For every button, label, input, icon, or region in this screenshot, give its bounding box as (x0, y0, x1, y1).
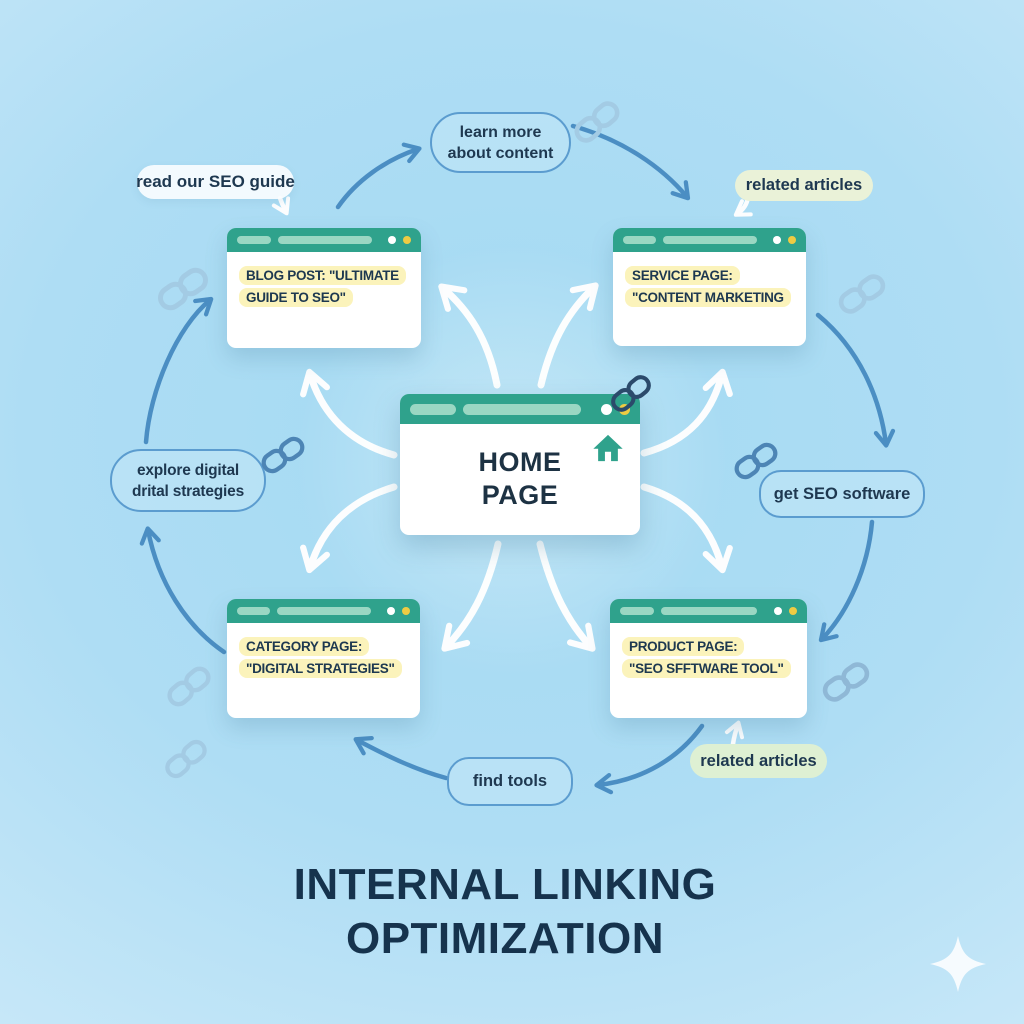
arrow-get-software-to-product (818, 519, 875, 643)
window-dot-icon (387, 607, 396, 615)
chain-link-icon (159, 734, 212, 785)
arrow-home-to-category-left (300, 483, 398, 574)
arrow-home-to-product-right (640, 483, 733, 574)
chain-link-icon (161, 660, 217, 713)
service-page-window: SERVICE PAGE: "CONTENT MARKETING (613, 228, 806, 346)
highlighted-text-line: BLOG POST: "ULTIMATE (239, 266, 406, 285)
arrow-product-to-find-tools (594, 723, 705, 795)
browser-titlebar (400, 394, 640, 424)
arrow-blog-to-learn-more (335, 142, 422, 210)
blog-post-window: BLOG POST: "ULTIMATE GUIDE TO SEO" (227, 228, 421, 348)
url-bar-pill (237, 607, 271, 615)
product-page-label: PRODUCT PAGE: "SEO SFFTWARE TOOL" (622, 637, 807, 681)
arrow-service-to-get-software (815, 312, 896, 448)
category-page-window: CATEGORY PAGE: "DIGITAL STRATEGIES" (227, 599, 420, 718)
highlighted-text-line: GUIDE TO SEO" (239, 288, 353, 307)
window-dot-icon (403, 236, 411, 244)
window-dot-icon (789, 607, 797, 615)
window-dot-icon (402, 607, 410, 615)
blog-post-label: BLOG POST: "ULTIMATE GUIDE TO SEO" (239, 266, 421, 310)
arrow-home-to-blog-left (300, 368, 398, 459)
url-bar-pill (663, 236, 758, 244)
window-dot-icon (601, 403, 612, 415)
url-bar-pill (661, 607, 757, 615)
label-get-seo-software: get SEO software (759, 470, 925, 518)
label-find-tools: find tools (447, 757, 573, 806)
arrow-home-to-product-bottom (536, 540, 596, 652)
url-bar-pill (237, 236, 271, 244)
label-related-articles-top: related articles (735, 170, 873, 201)
chain-link-icon (568, 95, 626, 150)
arrow-home-to-category-bottom (441, 540, 502, 652)
highlighted-text-line: "SEO SFFTWARE TOOL" (622, 659, 791, 678)
arrow-explore-to-blog (143, 296, 214, 445)
home-page-title: HOME PAGE (478, 447, 562, 510)
url-bar-pill (277, 607, 372, 615)
url-bar-pill (463, 403, 581, 415)
window-dot-icon (774, 607, 782, 615)
chain-link-icon (833, 268, 892, 321)
label-read-seo-guide: read our SEO guide (136, 165, 295, 199)
arrow-read-guide-down (271, 195, 291, 216)
chain-link-icon (151, 261, 214, 318)
diagram-title: INTERNAL LINKING OPTIMIZATION (293, 860, 717, 963)
arrow-learn-more-to-service (570, 123, 691, 201)
highlighted-text-line: "DIGITAL STRATEGIES" (239, 659, 402, 678)
category-page-label: CATEGORY PAGE: "DIGITAL STRATEGIES" (239, 637, 420, 681)
browser-titlebar (227, 599, 420, 623)
arrow-home-to-service (537, 282, 599, 389)
browser-titlebar (610, 599, 807, 623)
window-dot-icon (788, 236, 796, 244)
url-bar-pill (620, 607, 654, 615)
url-bar-pill (277, 236, 373, 244)
arrow-related-bottom-up (724, 720, 744, 747)
label-related-articles-bottom: related articles (690, 744, 827, 778)
arrow-find-tools-to-category (353, 735, 449, 781)
browser-titlebar (613, 228, 806, 252)
url-bar-pill (410, 403, 456, 415)
home-icon (592, 432, 624, 464)
highlighted-text-line: CATEGORY PAGE: (239, 637, 370, 656)
label-explore-digital-strategies: explore digital drital strategies (110, 449, 266, 512)
window-dot-icon (619, 403, 630, 415)
highlighted-text-line: PRODUCT PAGE: (622, 637, 745, 656)
browser-titlebar (227, 228, 421, 252)
home-page-window: HOME PAGE (400, 394, 640, 535)
arrow-category-to-explore (139, 526, 227, 655)
highlighted-text-line: SERVICE PAGE: (625, 266, 740, 285)
arrow-home-to-blog (438, 283, 501, 389)
arrow-home-to-service-right (640, 368, 733, 457)
window-dot-icon (388, 236, 397, 244)
chain-link-icon (817, 656, 876, 709)
product-page-window: PRODUCT PAGE: "SEO SFFTWARE TOOL" (610, 599, 807, 718)
window-dot-icon (773, 236, 782, 244)
url-bar-pill (623, 236, 657, 244)
highlighted-text-line: "CONTENT MARKETING (625, 288, 791, 307)
service-page-label: SERVICE PAGE: "CONTENT MARKETING (625, 266, 806, 310)
label-learn-more: learn more about content (430, 112, 571, 173)
